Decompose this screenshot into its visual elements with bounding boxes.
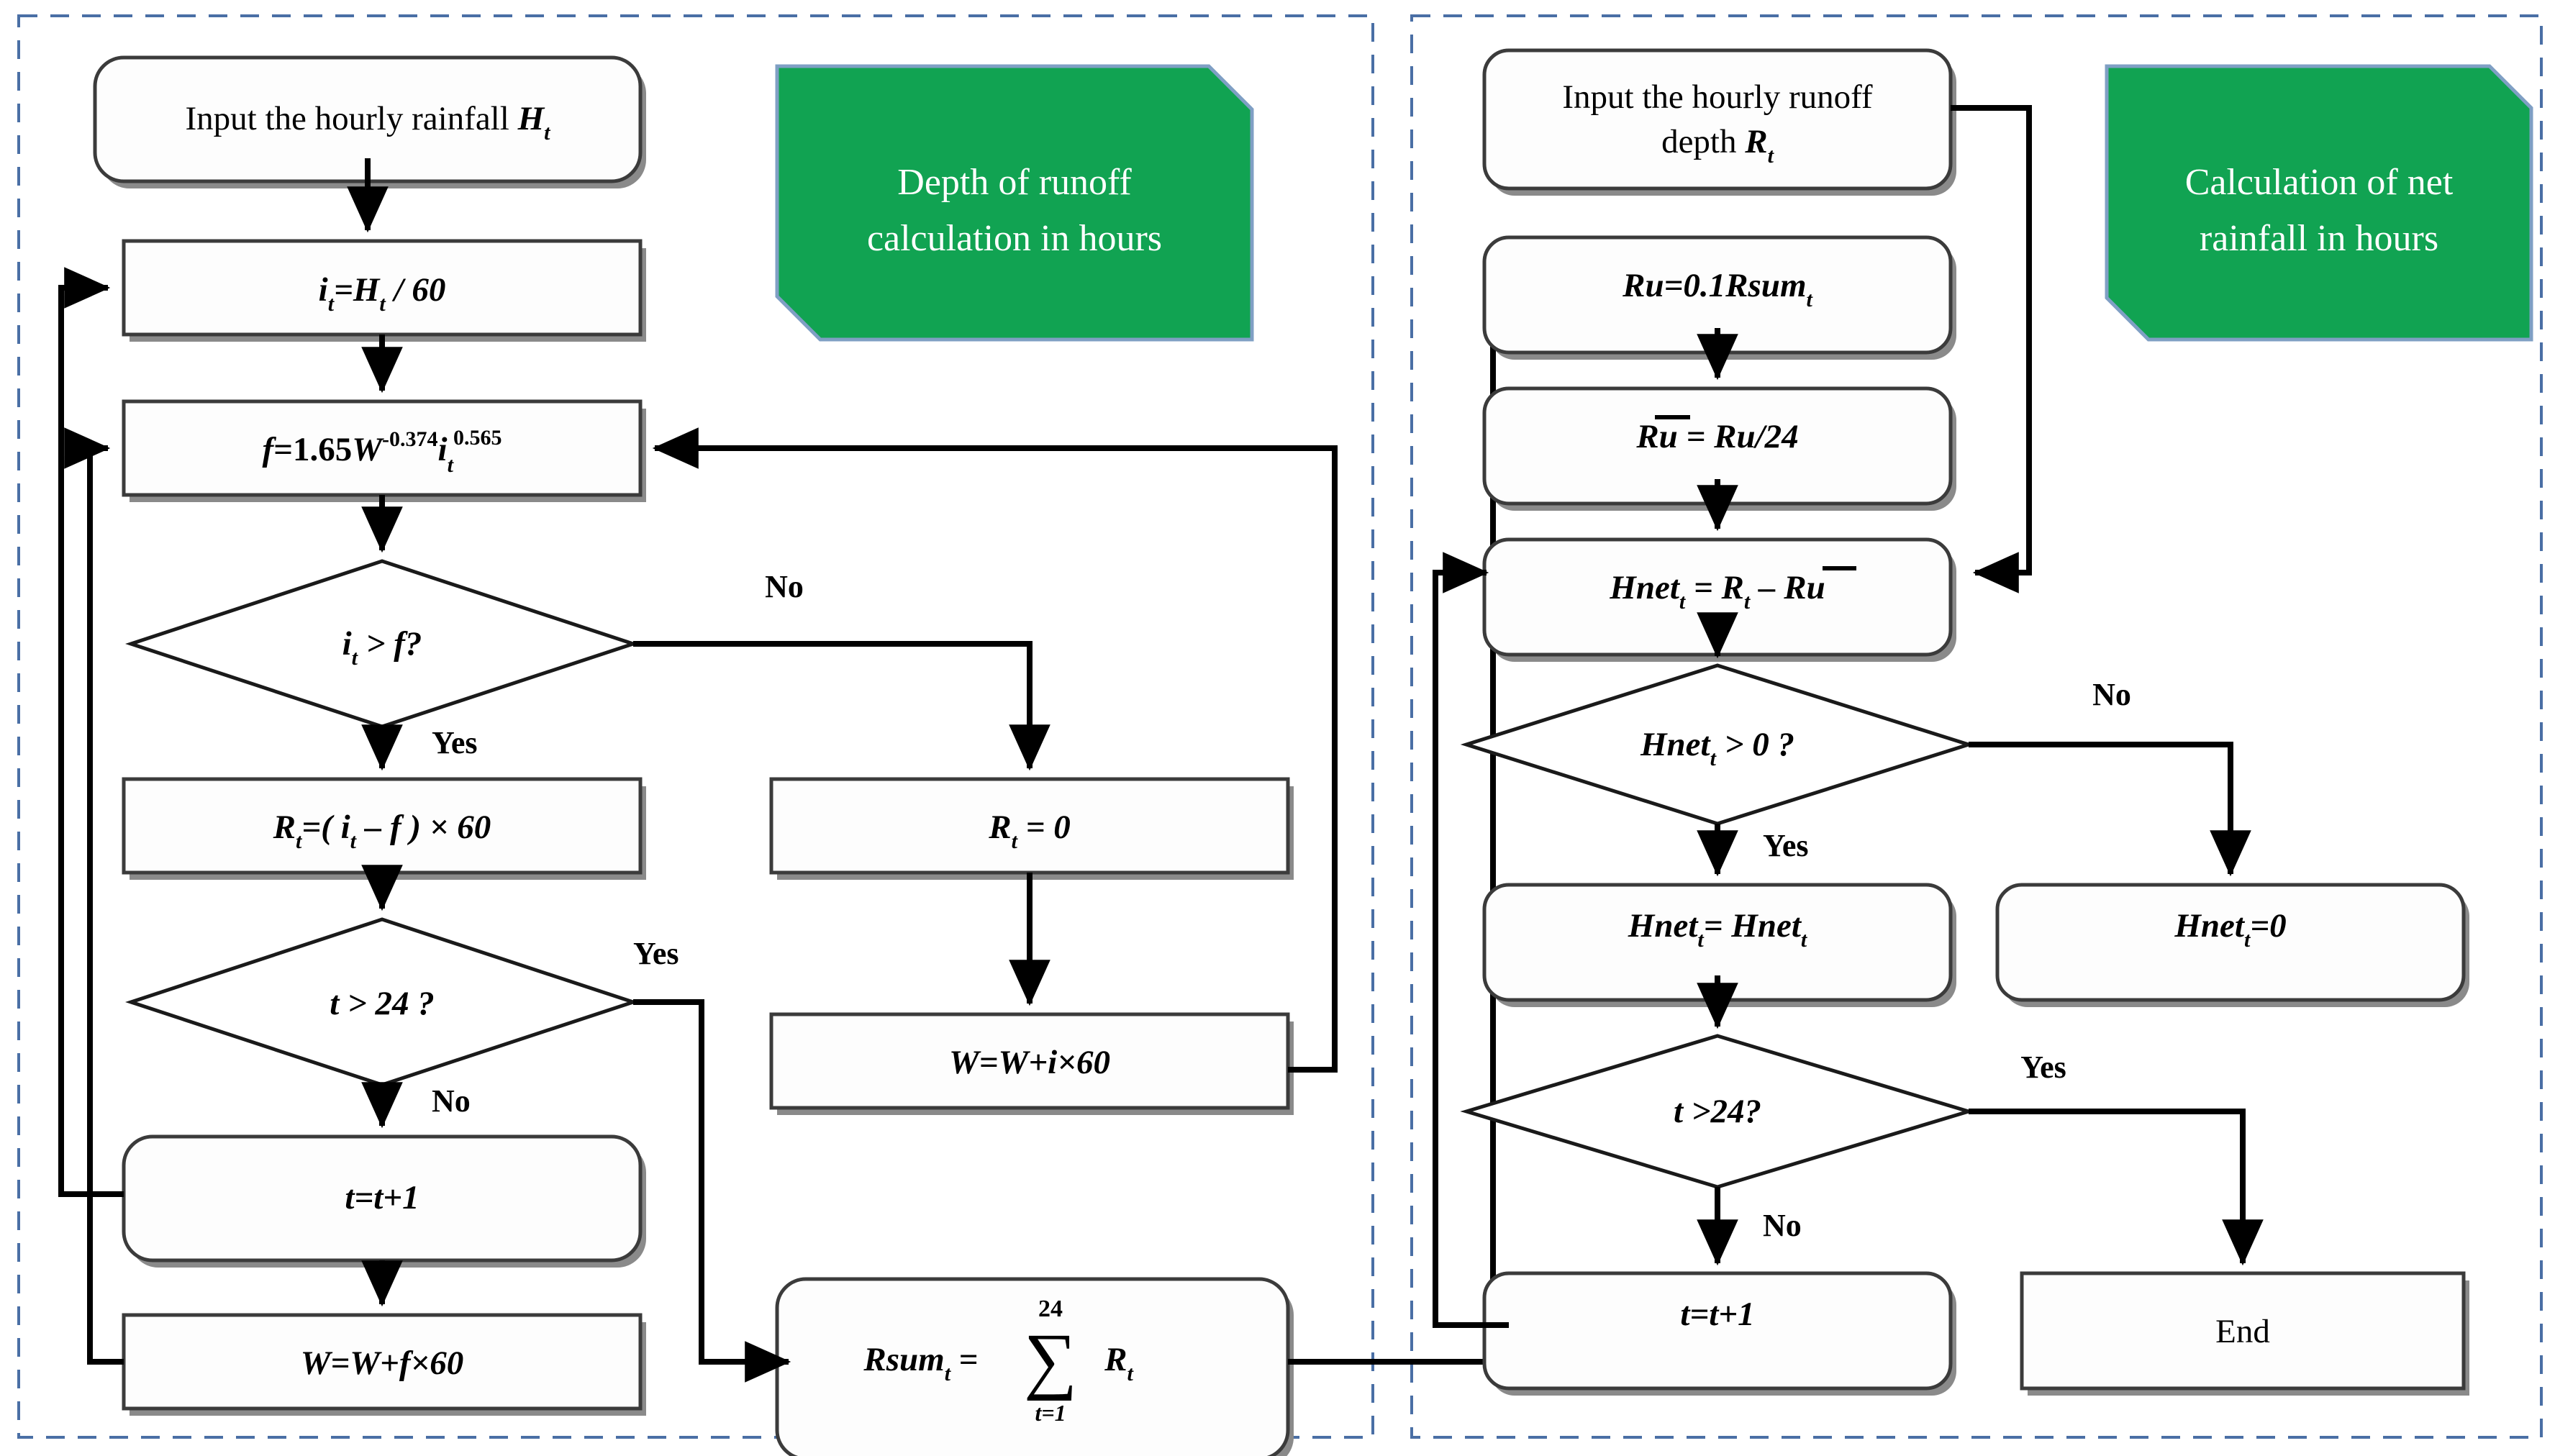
- decision-t-greater-24-right: t >24?: [1460, 1034, 1975, 1189]
- node-input-hourly-runoff: Input the hourly runoff depth Rt: [1482, 48, 1956, 196]
- node-rt-equals-zero-label: Rt = 0: [988, 809, 1071, 853]
- edge-label-yes-t24-right: Yes: [2020, 1050, 2066, 1085]
- node-rt-equals-it-minus-f: Rt=( it – f ) × 60: [122, 777, 646, 880]
- decision-hnet-greater-zero: Hnett > 0 ?: [1460, 663, 1975, 826]
- svg-text:Rt: Rt: [1104, 1341, 1134, 1386]
- node-hnet-zero-label: Hnett=0: [2174, 907, 2286, 952]
- node-hnet-assign-label: Hnett= Hnett: [1628, 907, 1808, 952]
- node-rt-equals-it-minus-f-label: Rt=( it – f ) × 60: [273, 809, 491, 853]
- svg-text:∑: ∑: [1024, 1319, 1077, 1401]
- node-rsum-total-label: Rsumt = 24 ∑ t=1 Rt: [863, 1296, 1134, 1426]
- right-panel-connectors: [1433, 105, 2264, 1328]
- node-input-hourly-rainfall-label: Input the hourly rainfall Ht: [186, 100, 552, 145]
- edge-label-no-t24-right: No: [1763, 1208, 1802, 1243]
- edge-label-no-if: No: [765, 569, 804, 604]
- node-t-increment-right-label: t=t+1: [1680, 1296, 1754, 1333]
- decision-it-greater-f-label: it > f?: [342, 625, 422, 670]
- node-end-label: End: [2215, 1313, 2270, 1350]
- right-banner-line2: rainfall in hours: [2200, 218, 2438, 259]
- decision-it-greater-f: it > f?: [125, 559, 639, 729]
- edge-label-yes-if: Yes: [432, 725, 478, 760]
- edge-label-no-t24-left: No: [432, 1083, 471, 1119]
- decision-hnet-greater-zero-label: Hnett > 0 ?: [1640, 726, 1794, 770]
- node-t-increment-right: t=t+1: [1482, 1271, 1956, 1396]
- edge-label-yes-t24-left: Yes: [633, 936, 679, 971]
- edge-label-yes-hnet: Yes: [1763, 828, 1809, 863]
- node-hnet-zero: Hnett=0: [1995, 883, 2469, 1007]
- right-banner: Calculation of net rainfall in hours: [2105, 64, 2533, 342]
- right-panel-border: [1410, 14, 2543, 1439]
- node-it-equals-ht-over-60-label: it=Ht / 60: [319, 271, 446, 316]
- node-w-plus-i-60-label: W=W+i×60: [949, 1044, 1110, 1081]
- left-panel-border: [17, 14, 1374, 1439]
- right-banner-line1: Calculation of net: [2185, 162, 2454, 203]
- left-banner-line2: calculation in hours: [867, 218, 1162, 259]
- decision-t-greater-24-left-label: t > 24 ?: [330, 985, 435, 1022]
- left-banner: Depth of runoff calculation in hours: [775, 64, 1254, 342]
- node-w-plus-f-60: W=W+f×60: [122, 1313, 646, 1416]
- node-input-hourly-runoff-line2: depth Rt: [1661, 123, 1775, 168]
- node-input-hourly-runoff-line1: Input the hourly runoff: [1562, 78, 1873, 116]
- node-infiltration-formula: f=1.65W-0.374it0.565: [122, 399, 646, 502]
- decision-t-greater-24-right-label: t >24?: [1674, 1093, 1761, 1130]
- node-t-increment-left: t=t+1: [122, 1134, 646, 1268]
- node-infiltration-formula-label: f=1.65W-0.374it0.565: [263, 426, 502, 477]
- node-rsum-total: Rsumt = 24 ∑ t=1 Rt: [775, 1277, 1294, 1456]
- svg-text:24: 24: [1038, 1296, 1063, 1322]
- node-ru-equals: Ru=0.1Rsumt: [1482, 235, 1956, 360]
- node-w-plus-i-60: W=W+i×60: [769, 1012, 1294, 1115]
- svg-text:Rsumt =: Rsumt =: [863, 1341, 978, 1386]
- node-it-equals-ht-over-60: it=Ht / 60: [122, 239, 646, 342]
- node-end: End: [2020, 1271, 2469, 1396]
- node-ru-bar: Ru = Ru/24: [1482, 386, 1956, 511]
- node-hnet-assign: Hnett= Hnett: [1482, 883, 1956, 1007]
- decision-t-greater-24-left: t > 24 ?: [125, 917, 639, 1087]
- node-ru-bar-label: Ru = Ru/24: [1635, 418, 1798, 455]
- node-ru-equals-label: Ru=0.1Rsumt: [1622, 267, 1813, 311]
- left-banner-line1: Depth of runoff: [897, 162, 1132, 203]
- node-hnet-equation: Hnett = Rt – Ru: [1482, 537, 1956, 662]
- left-panel-connectors: [58, 158, 1543, 1383]
- node-hnet-equation-label: Hnett = Rt – Ru: [1609, 569, 1825, 614]
- node-input-hourly-rainfall: Input the hourly rainfall Ht: [93, 55, 646, 188]
- edge-label-no-hnet: No: [2092, 677, 2131, 712]
- node-w-plus-f-60-label: W=W+f×60: [301, 1344, 464, 1382]
- node-rt-equals-zero: Rt = 0: [769, 777, 1294, 880]
- node-t-increment-left-label: t=t+1: [345, 1179, 419, 1216]
- svg-text:t=1: t=1: [1035, 1400, 1066, 1426]
